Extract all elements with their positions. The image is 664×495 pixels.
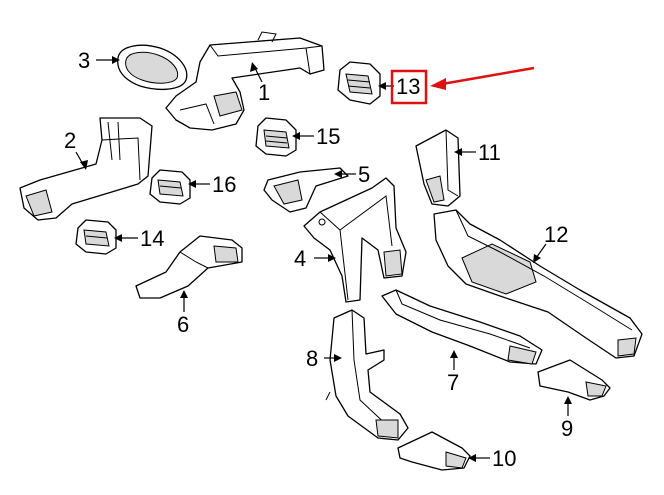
callout-1: 1 (250, 62, 270, 105)
callout-3-label: 3 (78, 48, 90, 73)
callout-6: 6 (177, 290, 189, 337)
part-8-floor-duct[interactable] (325, 309, 409, 441)
callout-13: 13 (378, 74, 420, 99)
callout-8-label: 8 (306, 346, 318, 371)
highlight-part-13 (390, 66, 535, 105)
part-13-vent[interactable] (337, 61, 381, 105)
part-9-duct[interactable] (537, 359, 611, 401)
part-15-vent[interactable] (255, 117, 297, 157)
callout-5: 5 (334, 162, 370, 187)
callout-11-label: 11 (478, 140, 501, 165)
callout-6-label: 6 (177, 312, 189, 337)
callout-7: 7 (447, 350, 459, 395)
callout-11: 11 (454, 140, 501, 165)
callout-12: 12 (533, 222, 568, 263)
callout-10-label: 10 (492, 446, 516, 471)
callout-9-label: 9 (561, 416, 573, 441)
callout-12-label: 12 (544, 222, 568, 247)
highlight-arrowhead (430, 78, 446, 90)
callout-16-label: 16 (212, 172, 236, 197)
highlight-box (390, 69, 428, 105)
callout-1-label: 1 (258, 80, 270, 105)
callout-2: 2 (64, 128, 88, 170)
callout-15: 15 (292, 124, 340, 149)
callout-13-label: 13 (396, 74, 420, 99)
part-11-duct[interactable] (415, 129, 461, 207)
part-5-duct[interactable] (263, 167, 349, 213)
callout-4: 4 (294, 246, 336, 271)
callout-14: 14 (114, 226, 164, 251)
callout-3: 3 (78, 48, 120, 73)
part-1-center-duct[interactable] (165, 31, 325, 131)
part-3-bezel[interactable] (117, 44, 188, 91)
callout-10: 10 (468, 446, 516, 471)
part-14-vent[interactable] (75, 219, 117, 255)
callout-9: 9 (561, 396, 573, 441)
part-16-vent[interactable] (149, 169, 191, 205)
part-4-center-duct[interactable] (303, 177, 407, 303)
part-6-duct[interactable] (135, 235, 243, 299)
callout-4-label: 4 (294, 246, 306, 271)
part-10-duct[interactable] (397, 431, 471, 471)
callout-7-label: 7 (447, 370, 459, 395)
callout-14-label: 14 (140, 226, 164, 251)
callout-16: 16 (188, 172, 236, 197)
callout-2-label: 2 (64, 128, 76, 153)
callout-8: 8 (306, 346, 342, 371)
callout-15-label: 15 (316, 124, 340, 149)
part-7-duct[interactable] (381, 289, 543, 365)
part-12-long-duct[interactable] (433, 209, 643, 359)
highlight-arrow (441, 66, 535, 86)
callout-5-label: 5 (358, 162, 370, 187)
